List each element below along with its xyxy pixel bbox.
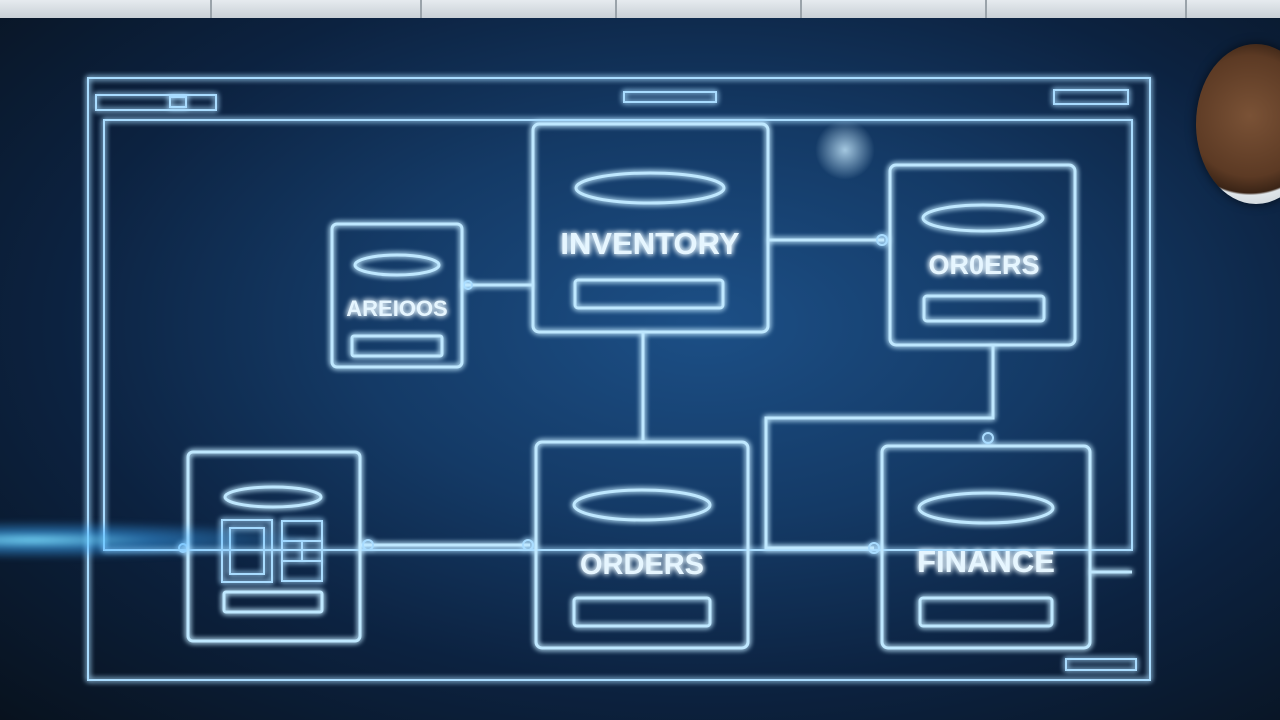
- titlebar-toggle[interactable]: [169, 96, 187, 108]
- node-box: [330, 222, 464, 369]
- node-orders-bottom[interactable]: ORDERS: [534, 440, 750, 650]
- titlebar-button-right[interactable]: [1053, 89, 1129, 105]
- node-field: [222, 590, 324, 614]
- database-icon: [574, 171, 726, 205]
- node-inventory[interactable]: INVENTORY: [531, 122, 770, 334]
- window-frame: [87, 77, 1151, 681]
- database-icon: [353, 253, 441, 277]
- connector-endpoint: [522, 539, 534, 551]
- database-icon: [917, 491, 1055, 525]
- node-field: [350, 334, 444, 358]
- node-label-finance: FINANCE: [917, 544, 1055, 579]
- connector-endpoint: [463, 280, 473, 290]
- database-icon: [572, 488, 712, 522]
- node-orders-top[interactable]: OR0ERS: [888, 163, 1077, 347]
- node-box: [531, 122, 770, 334]
- connector-orders-top-finance: [764, 345, 995, 550]
- inner-frame: [103, 119, 1133, 551]
- node-field: [918, 596, 1054, 628]
- ceiling-seam: [420, 0, 422, 18]
- ceiling-seam: [1185, 0, 1187, 18]
- node-areioos[interactable]: AREIOOS: [330, 222, 464, 369]
- node-box: [534, 440, 750, 650]
- titlebar-field-left: [95, 94, 217, 111]
- ceiling-seam: [800, 0, 802, 18]
- node-field: [573, 278, 725, 310]
- database-icon: [223, 485, 323, 509]
- lens-flare: [0, 520, 320, 560]
- node-finance[interactable]: FINANCE: [880, 444, 1092, 650]
- node-field: [922, 294, 1046, 323]
- connector-endpoint: [868, 542, 880, 554]
- node-label-inventory: INVENTORY: [560, 226, 739, 261]
- connector-endpoint: [362, 539, 374, 551]
- connector-endpoint: [982, 432, 994, 444]
- database-icon: [921, 203, 1045, 233]
- connector-endpoint: [876, 234, 888, 246]
- light-glare: [815, 120, 875, 180]
- ceiling-strip: [0, 0, 1280, 18]
- node-box: [888, 163, 1077, 347]
- status-bar-widget: [1065, 658, 1137, 671]
- node-label-orders-top: OR0ERS: [928, 250, 1039, 280]
- ceiling-seam: [210, 0, 212, 18]
- node-field: [572, 596, 712, 628]
- node-label-areioos: AREIOOS: [346, 296, 447, 321]
- ceiling-seam: [615, 0, 617, 18]
- node-label-orders-bottom: ORDERS: [580, 549, 704, 581]
- ceiling-seam: [985, 0, 987, 18]
- titlebar-center-bar: [623, 91, 717, 103]
- node-box: [880, 444, 1092, 650]
